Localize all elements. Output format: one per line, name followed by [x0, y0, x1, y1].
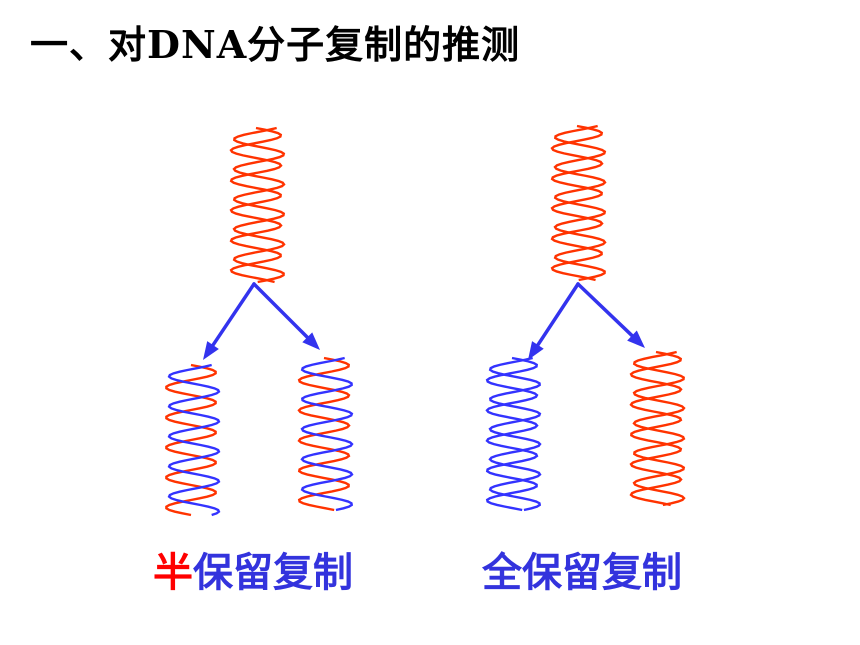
semi-conservative-label: 半保留复制 [153, 540, 353, 598]
arrow-head [302, 332, 320, 350]
new-strand [167, 363, 221, 517]
full-arrow-left [528, 282, 580, 360]
semi-label-rest: 保留复制 [193, 550, 353, 596]
semi-arrow-right [252, 282, 320, 350]
arrow-head [627, 330, 645, 348]
semi-arrow-left [203, 282, 256, 360]
arrow-shaft [252, 282, 310, 340]
full-child-helix-left [485, 356, 542, 512]
conservative-label: 全保留复制 [482, 550, 682, 596]
parent-strand [232, 126, 286, 284]
full-child-helix-right [629, 350, 686, 507]
arrow-shaft [211, 282, 256, 347]
parent-strand [165, 363, 217, 517]
arrows-layer [203, 282, 645, 360]
page-title: 一、对DNA分子复制的推测 [30, 22, 521, 67]
new-strand [300, 356, 354, 512]
new-strand [488, 356, 542, 512]
arrow-shaft [576, 282, 634, 338]
semi-child-helix-left [165, 363, 221, 517]
helices-layer [165, 124, 686, 517]
full-arrow-right [576, 282, 645, 348]
semi-child-helix-right [297, 356, 354, 512]
arrow-shaft [536, 282, 580, 347]
semi-highlight-char: 半 [153, 550, 193, 596]
parent-strand [553, 124, 607, 282]
arrow-head [203, 341, 219, 360]
parent-strand [632, 350, 686, 507]
full-parent-helix [550, 124, 607, 282]
arrow-head [528, 341, 544, 360]
semi-parent-helix [229, 126, 286, 284]
